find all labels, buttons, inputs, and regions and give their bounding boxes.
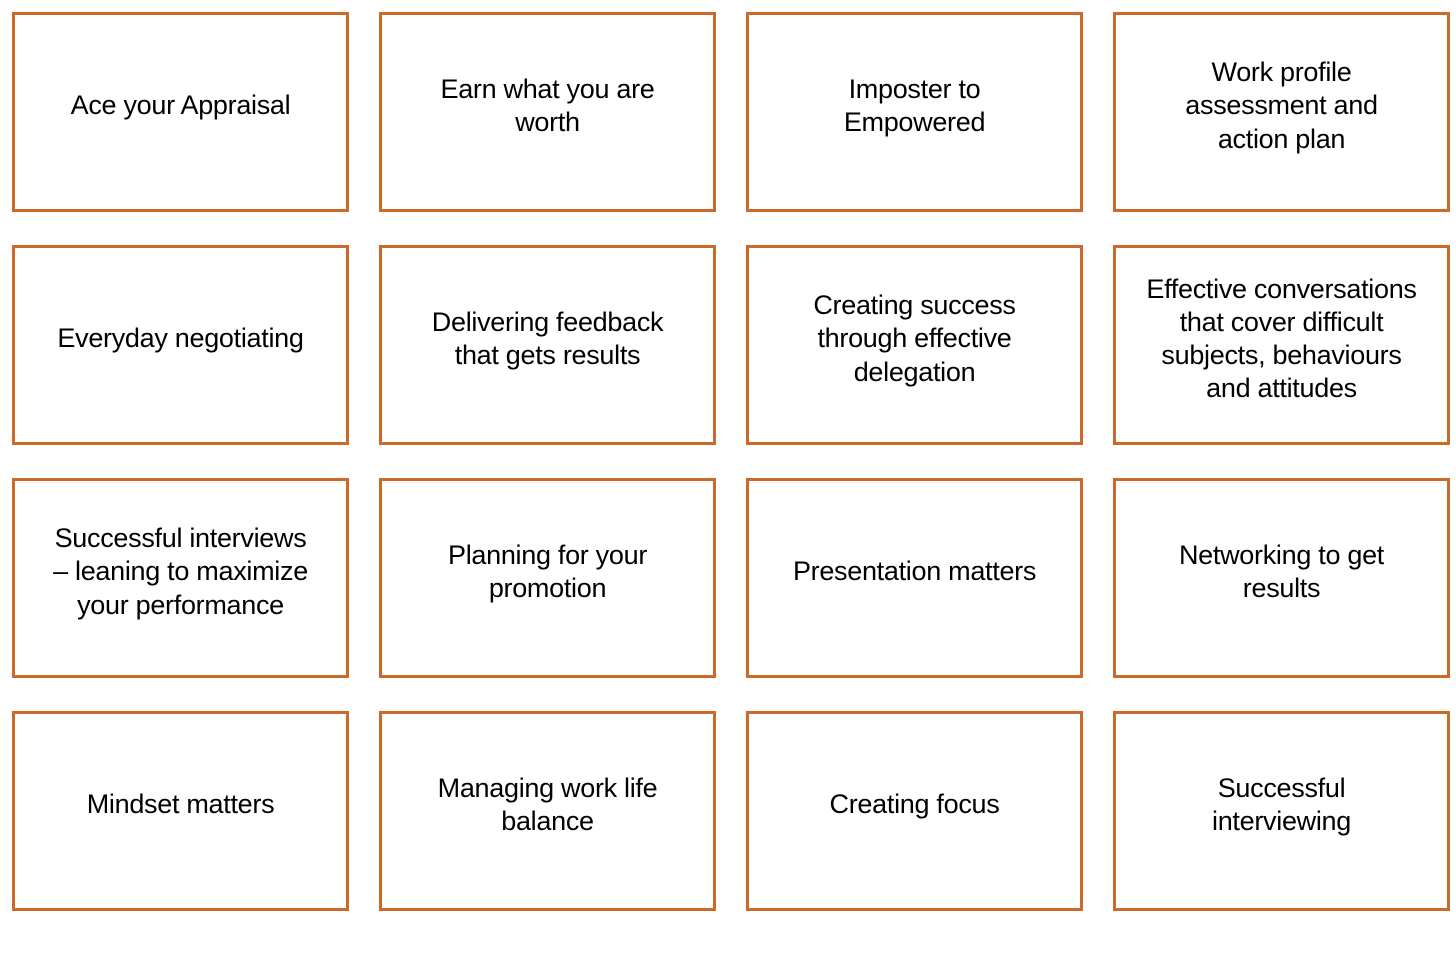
topic-card-ace-your-appraisal[interactable]: Ace your Appraisal xyxy=(12,12,349,212)
topic-card-successful-interviewing[interactable]: Successful interviewing xyxy=(1113,711,1450,911)
topic-card-networking-to-get-results[interactable]: Networking to get results xyxy=(1113,478,1450,678)
topic-card-label: Presentation matters xyxy=(792,556,1037,587)
topic-card-label: Earn what you are worth xyxy=(440,73,655,137)
topic-card-label: Work profile assessment and action plan xyxy=(1185,57,1378,154)
topic-card-work-profile-assessment[interactable]: Work profile assessment and action plan xyxy=(1113,12,1450,212)
topic-card-imposter-to-empowered[interactable]: Imposter to Empowered xyxy=(746,12,1083,212)
topic-card-managing-work-life-balance[interactable]: Managing work life balance xyxy=(379,711,716,911)
topic-card-label: Successful interviewing xyxy=(1212,772,1351,836)
topic-card-creating-success-delegation[interactable]: Creating success through effective deleg… xyxy=(746,245,1083,445)
topic-card-grid: Ace your Appraisal Earn what you are wor… xyxy=(12,12,1450,911)
topic-card-label: Networking to get results xyxy=(1178,539,1384,603)
topic-card-label: Everyday negotiating xyxy=(57,323,304,354)
topic-card-label: Creating focus xyxy=(829,789,1000,820)
topic-card-planning-for-promotion[interactable]: Planning for your promotion xyxy=(379,478,716,678)
topic-card-label: Effective conversations that cover diffi… xyxy=(1146,273,1417,404)
topic-card-delivering-feedback[interactable]: Delivering feedback that gets results xyxy=(379,245,716,445)
topic-card-label: Mindset matters xyxy=(86,789,275,820)
topic-card-successful-interviews[interactable]: Successful interviews – leaning to maxim… xyxy=(12,478,349,678)
topic-card-earn-what-you-are-worth[interactable]: Earn what you are worth xyxy=(379,12,716,212)
topic-card-effective-conversations[interactable]: Effective conversations that cover diffi… xyxy=(1113,245,1450,445)
topic-card-label: Creating success through effective deleg… xyxy=(813,290,1016,387)
topic-card-label: Planning for your promotion xyxy=(447,539,648,603)
topic-card-mindset-matters[interactable]: Mindset matters xyxy=(12,711,349,911)
topic-card-label: Ace your Appraisal xyxy=(70,90,291,121)
topic-card-everyday-negotiating[interactable]: Everyday negotiating xyxy=(12,245,349,445)
topic-card-label: Managing work life balance xyxy=(437,772,658,836)
topic-card-presentation-matters[interactable]: Presentation matters xyxy=(746,478,1083,678)
topic-card-label: Successful interviews – leaning to maxim… xyxy=(53,523,308,620)
topic-card-label: Imposter to Empowered xyxy=(843,73,986,137)
topic-card-creating-focus[interactable]: Creating focus xyxy=(746,711,1083,911)
topic-card-label: Delivering feedback that gets results xyxy=(431,306,664,370)
